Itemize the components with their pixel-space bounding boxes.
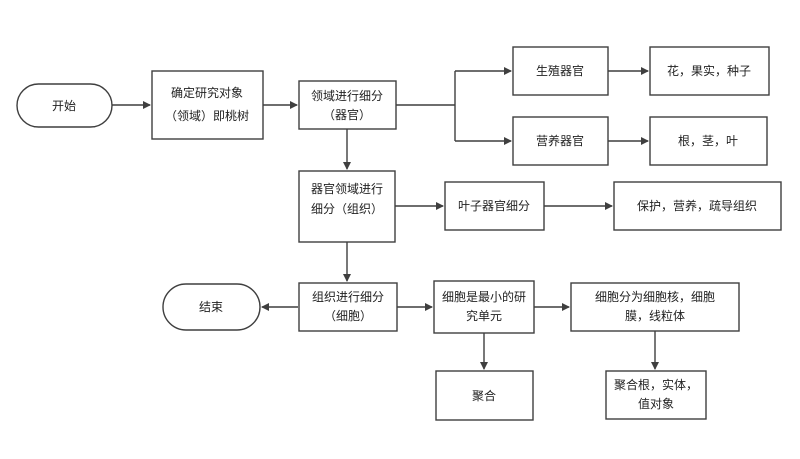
node-reproductive-label: 生殖器官 <box>536 63 584 78</box>
node-domain-subdivide-line1: 领域进行细分 <box>311 89 383 103</box>
process-box <box>605 370 707 420</box>
node-cell-smallest-line1: 细胞是最小的研 <box>442 289 526 304</box>
node-organ-subdivide: 器官领域进行 细分（组织） <box>298 170 396 243</box>
process-box <box>613 181 782 231</box>
node-cell-parts-line2: 膜，线粒体 <box>625 308 685 323</box>
node-end: 结束 <box>162 283 261 331</box>
node-tissue-subdivide: 组织进行细分 （细胞） <box>298 282 398 332</box>
node-organ-subdivide-line2: 细分（组织） <box>311 202 383 216</box>
node-domain-subdivide: 领域进行细分 （器官） <box>298 80 397 130</box>
node-leaf-subdivide-label: 叶子器官细分 <box>458 198 530 213</box>
process-box <box>298 170 396 243</box>
node-cell-parts: 细胞分为细胞核，细胞 膜，线粒体 <box>570 282 740 332</box>
node-flower-fruit-seed: 花，果实，种子 <box>649 46 770 96</box>
node-start-label: 开始 <box>52 99 76 113</box>
process-box <box>444 181 545 231</box>
process-box <box>649 116 768 166</box>
node-aggregate-label: 聚合 <box>472 388 496 403</box>
node-vegetative: 营养器官 <box>512 116 609 166</box>
node-tissues-label: 保护，营养，疏导组织 <box>637 198 757 213</box>
process-box <box>435 370 534 421</box>
node-define-object-line2: （领域）即桃树 <box>165 108 249 123</box>
node-vegetative-label: 营养器官 <box>536 133 584 148</box>
node-tissues: 保护，营养，疏导组织 <box>613 181 782 231</box>
process-box <box>512 116 609 166</box>
node-aggregate: 聚合 <box>435 370 534 421</box>
process-box <box>151 70 264 140</box>
node-aggregate-root-line2: 值对象 <box>638 396 674 411</box>
terminal-shape <box>16 83 113 128</box>
node-tissue-subdivide-line1: 组织进行细分 <box>312 290 384 304</box>
connectors <box>112 67 659 370</box>
process-box <box>433 280 535 334</box>
node-aggregate-root-line1: 聚合根，实体， <box>614 377 698 392</box>
node-cell-smallest: 细胞是最小的研 究单元 <box>433 280 535 334</box>
process-box <box>649 46 770 96</box>
process-box <box>512 46 609 96</box>
node-start: 开始 <box>16 83 113 128</box>
node-cell-parts-line1: 细胞分为细胞核，细胞 <box>595 290 715 304</box>
node-root-stem-leaf: 根，茎，叶 <box>649 116 768 166</box>
node-organ-subdivide-line1: 器官领域进行 <box>311 181 383 196</box>
node-cell-smallest-line2: 究单元 <box>466 308 502 323</box>
process-box <box>298 282 398 332</box>
node-aggregate-root: 聚合根，实体， 值对象 <box>605 370 707 420</box>
terminal-shape <box>162 283 261 331</box>
node-domain-subdivide-line2: （器官） <box>323 107 371 122</box>
node-define-object-line1: 确定研究对象 <box>171 85 243 100</box>
node-reproductive: 生殖器官 <box>512 46 609 96</box>
node-flower-fruit-seed-label: 花，果实，种子 <box>667 63 751 78</box>
node-leaf-subdivide: 叶子器官细分 <box>444 181 545 231</box>
node-root-stem-leaf-label: 根，茎，叶 <box>678 134 738 148</box>
node-tissue-subdivide-line2: （细胞） <box>324 309 372 323</box>
node-end-label: 结束 <box>199 300 223 314</box>
node-define-object: 确定研究对象 （领域）即桃树 <box>151 70 264 140</box>
process-box <box>298 80 397 130</box>
process-box <box>570 282 740 332</box>
